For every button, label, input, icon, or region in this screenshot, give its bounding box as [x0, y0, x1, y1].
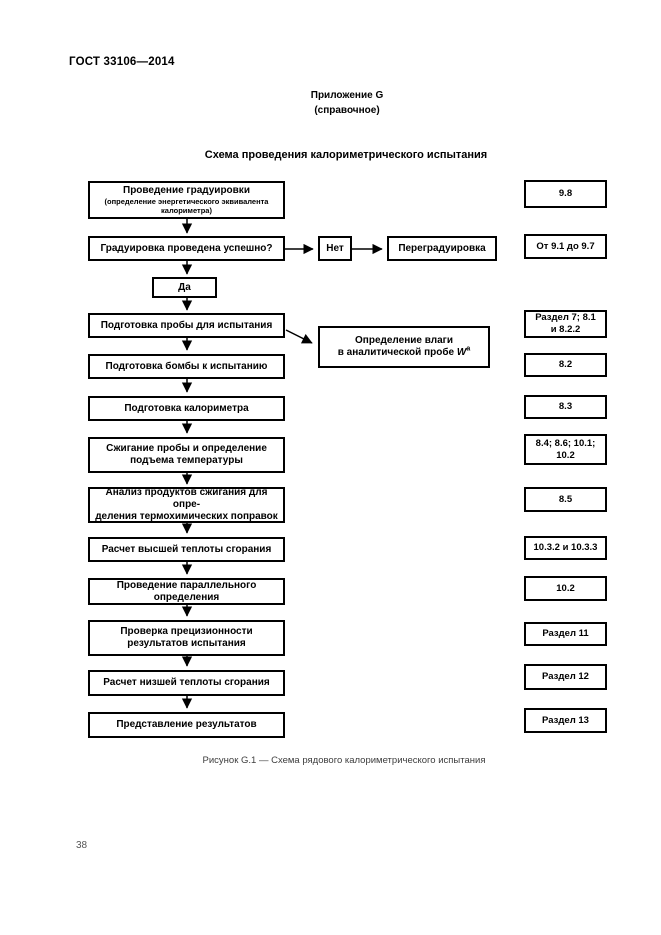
flow-step-combustion-products-analysis: Анализ продуктов сжигания для опре- деле…	[88, 487, 285, 523]
flow-step-calibration-success-question: Градуировка проведена успешно?	[88, 236, 285, 261]
appendix-line2: (справочное)	[314, 104, 380, 116]
flow-step-sample-preparation: Подготовка пробы для испытания	[88, 313, 285, 338]
flow-step-results-presentation: Представление результатов	[88, 712, 285, 738]
flow-step-calibration: Проведение градуировки (определение энер…	[88, 181, 285, 219]
flow-step-precision-check: Проверка прецизионности результатов испы…	[88, 620, 285, 656]
flow-box-yes: Да	[152, 277, 217, 298]
appendix-heading: Приложение G (справочное)	[0, 89, 661, 118]
ref-box-1: 9.8	[524, 180, 607, 208]
ref-box-12: Раздел 13	[524, 708, 607, 733]
ref-box-8: 10.3.2 и 10.3.3	[524, 536, 607, 560]
flow-step-bomb-preparation: Подготовка бомбы к испытанию	[88, 354, 285, 379]
figure-title: Схема проведения калориметрического испы…	[204, 149, 488, 161]
flow-step-sublabel: (определение энергетического эквивалента…	[104, 196, 269, 215]
ref-box-11: Раздел 12	[524, 664, 607, 690]
page-number: 38	[76, 840, 88, 851]
flow-step-gross-calorific-value: Расчет высшей теплоты сгорания	[88, 537, 285, 562]
ref-box-10: Раздел 11	[524, 622, 607, 646]
flow-box-regraduation: Переградуировка	[387, 236, 497, 261]
ref-box-9: 10.2	[524, 576, 607, 601]
ref-box-6: 8.4; 8.6; 10.1; 10.2	[524, 434, 607, 465]
flow-step-calorimeter-preparation: Подготовка калориметра	[88, 396, 285, 421]
moisture-symbol: W	[456, 347, 467, 358]
flow-step-label: Проведение градуировки	[123, 184, 250, 196]
appendix-line1: Приложение G	[310, 90, 384, 101]
ref-box-3: Раздел 7; 8.1 и 8.2.2	[524, 310, 607, 338]
ref-box-7: 8.5	[524, 487, 607, 512]
ref-box-4: 8.2	[524, 353, 607, 377]
doc-number: ГОСТ 33106—2014	[69, 56, 175, 68]
moisture-label: Определение влаги в аналитической пробе …	[337, 335, 471, 358]
flow-box-moisture-determination: Определение влаги в аналитической пробе …	[318, 326, 490, 368]
flow-box-no: Нет	[318, 236, 352, 261]
ref-box-5: 8.3	[524, 395, 607, 419]
flow-step-combustion: Сжигание пробы и определение подъема тем…	[88, 437, 285, 473]
moisture-superscript: a	[466, 345, 471, 353]
ref-box-2: От 9.1 до 9.7	[524, 234, 607, 259]
flow-step-net-calorific-value: Расчет низшей теплоты сгорания	[88, 670, 285, 696]
flow-step-parallel-determination: Проведение параллельного определения	[88, 578, 285, 605]
figure-caption: Рисунок G.1 — Схема рядового калориметри…	[202, 755, 486, 766]
